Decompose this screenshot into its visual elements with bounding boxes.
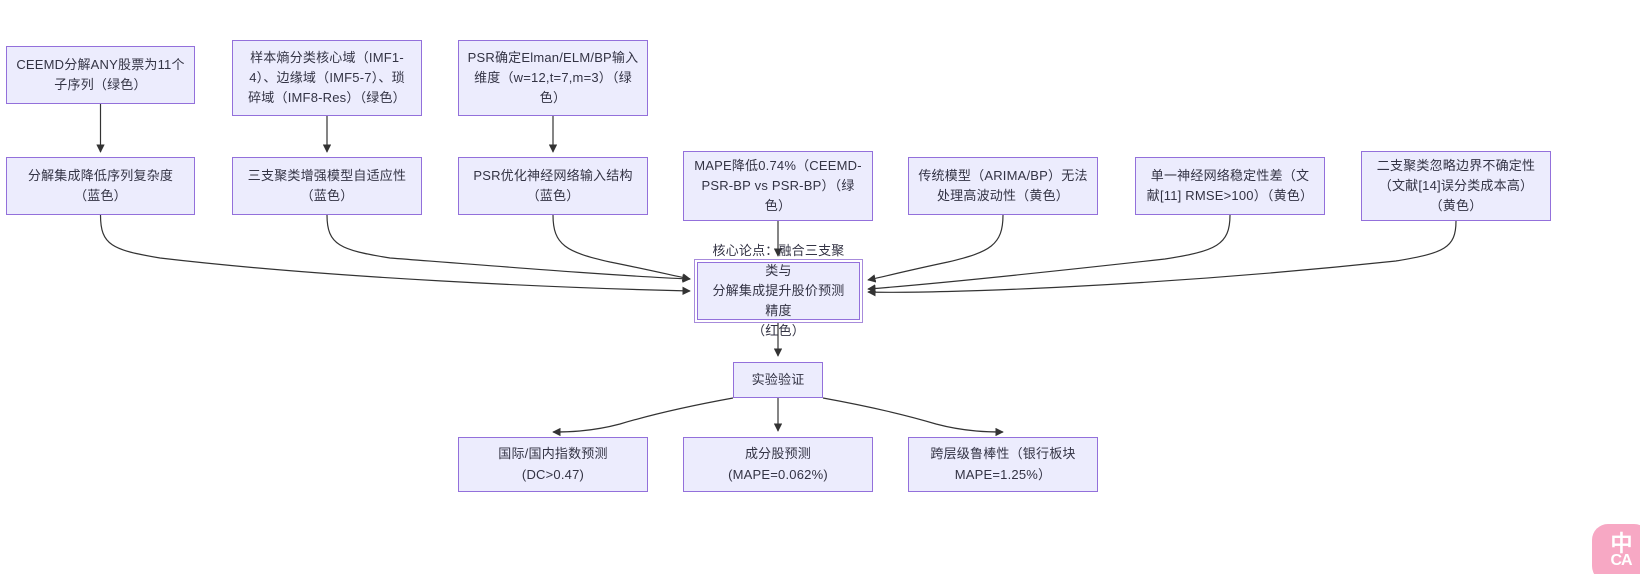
node-result-index-forecast[interactable]: 国际/国内指数预测 (DC>0.47) <box>458 437 648 492</box>
edge-n12-n15 <box>822 397 1004 437</box>
edge-n8-n11 <box>867 214 1004 283</box>
edge-n4-n11 <box>99 214 691 296</box>
watermark-text: 中 CA <box>1610 531 1632 569</box>
node-n6[interactable]: PSR优化神经网络输入结构 （蓝色） <box>458 157 648 215</box>
node-n8[interactable]: 传统模型（ARIMA/BP）无法 处理高波动性（黄色） <box>908 157 1098 215</box>
node-experiment-validation[interactable]: 实验验证 <box>733 362 823 398</box>
node-n9[interactable]: 单一神经网络稳定性差（文 献[11] RMSE>100）（黄色） <box>1135 157 1325 215</box>
node-core-thesis[interactable]: 核心论点：融合三支聚类与 分解集成提升股价预测精度 （红色） <box>694 243 863 338</box>
edge-n9-n11 <box>867 214 1231 293</box>
node-n3[interactable]: PSR确定Elman/ELM/BP输入 维度（w=12,t=7,m=3）（绿 色… <box>458 40 648 116</box>
node-result-constituent-stock[interactable]: 成分股预测 (MAPE=0.062%) <box>683 437 873 492</box>
node-n10[interactable]: 二支聚类忽略边界不确定性 （文献[14]误分类成本高） （黄色） <box>1361 151 1551 221</box>
edge-n10-n11 <box>867 220 1457 297</box>
edge-n12-n13 <box>552 397 734 437</box>
node-n2[interactable]: 样本熵分类核心域（IMF1- 4）、边缘域（IMF5-7）、琐 碎域（IMF8-… <box>232 40 422 116</box>
watermark-line2: CA <box>1610 552 1632 569</box>
edge-n6-n11 <box>552 214 691 282</box>
edge-n5-n11 <box>326 214 691 283</box>
node-n5[interactable]: 三支聚类增强模型自适应性 （蓝色） <box>232 157 422 215</box>
node-n7[interactable]: MAPE降低0.74%（CEEMD- PSR-BP vs PSR-BP）（绿 色… <box>683 151 873 221</box>
watermark-badge: 中 CA <box>1592 524 1640 574</box>
node-n4[interactable]: 分解集成降低序列复杂度 （蓝色） <box>6 157 195 215</box>
watermark-line1: 中 <box>1610 531 1632 556</box>
node-n1[interactable]: CEEMD分解ANY股票为11个 子序列（绿色） <box>6 46 195 104</box>
node-result-cross-level-robustness[interactable]: 跨层级鲁棒性（银行板块 MAPE=1.25%） <box>908 437 1098 492</box>
